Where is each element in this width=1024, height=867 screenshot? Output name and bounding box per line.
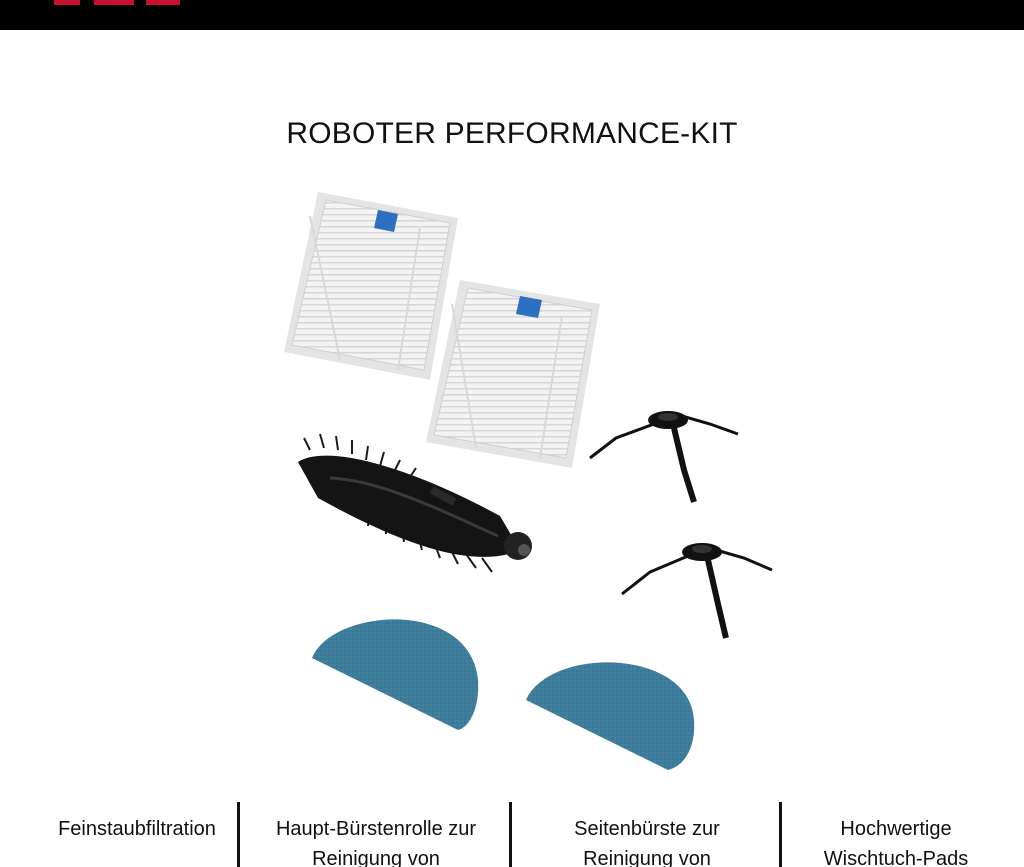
filter-icon (284, 192, 458, 380)
feature-divider (509, 802, 512, 867)
feature-divider (779, 802, 782, 867)
feature-text-line1: Haupt-Bürstenrolle zur (275, 818, 477, 840)
top-header-bar (0, 0, 1024, 30)
feature-fine-dust-filtration: Feinstaubfiltration (40, 814, 234, 844)
feature-divider (237, 802, 240, 867)
feature-text-line1: Hochwertige (840, 818, 952, 840)
aeg-logo-icon[interactable] (46, 0, 196, 8)
feature-text-line1: Seitenbürste zur (574, 818, 720, 840)
mop-pad-icon (312, 619, 479, 730)
side-brush-icon (621, 543, 773, 639)
product-kit-image (284, 192, 773, 770)
feature-text-line2: Reinigung von (583, 848, 711, 867)
main-brush-roll-icon (298, 433, 532, 573)
mop-pad-icon (526, 662, 695, 770)
feature-side-brush: Seitenbürste zur Reinigung von (516, 814, 778, 867)
page-title: ROBOTER PERFORMANCE-KIT (286, 117, 738, 150)
feature-text-line2: Reinigung von (312, 848, 440, 867)
feature-mop-pads: Hochwertige Wischtuch-Pads (786, 814, 1006, 867)
feature-text-line2: Wischtuch-Pads (823, 848, 969, 867)
filter-icon (426, 280, 600, 468)
feature-main-brush-roll: Haupt-Bürstenrolle zur Reinigung von (244, 814, 508, 867)
side-brush-icon (589, 411, 739, 503)
feature-strip: Feinstaubfiltration Haupt-Bürstenrolle z… (0, 802, 1024, 867)
feature-text: Feinstaubfiltration (58, 818, 216, 840)
